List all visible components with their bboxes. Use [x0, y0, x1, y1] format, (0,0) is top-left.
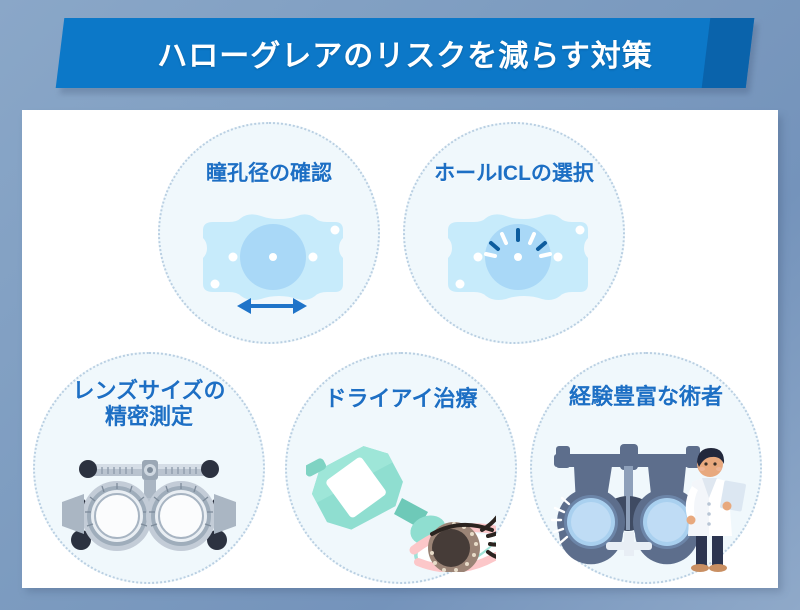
pupil-measure-icon	[160, 212, 378, 322]
item-label: 経験豊富な術者	[568, 384, 723, 409]
header-banner: ハローグレアのリスクを減らす対策	[0, 18, 800, 94]
trial-frame-icon	[35, 450, 263, 562]
item-surgeon: 経験豊富な術者	[530, 352, 762, 584]
item-pupil-diameter: 瞳孔径の確認	[158, 122, 380, 344]
item-label: ドライアイ治療	[324, 386, 478, 411]
page-title: ハローグレアのリスクを減らす対策	[157, 40, 653, 73]
phoropter-doctor-icon	[532, 426, 760, 576]
item-label: ホールICLの選択	[434, 162, 594, 185]
item-hole-icl: ホールICLの選択	[403, 122, 625, 344]
eye-drop-icon	[287, 432, 515, 572]
item-dry-eye: ドライアイ治療	[285, 352, 517, 584]
doctor-figure	[685, 448, 746, 572]
item-label: 瞳孔径の確認	[206, 162, 332, 185]
item-label: レンズサイズの 精密測定	[72, 378, 226, 429]
item-lens-size: レンズサイズの 精密測定	[33, 352, 265, 584]
hole-icl-icon	[405, 212, 623, 322]
